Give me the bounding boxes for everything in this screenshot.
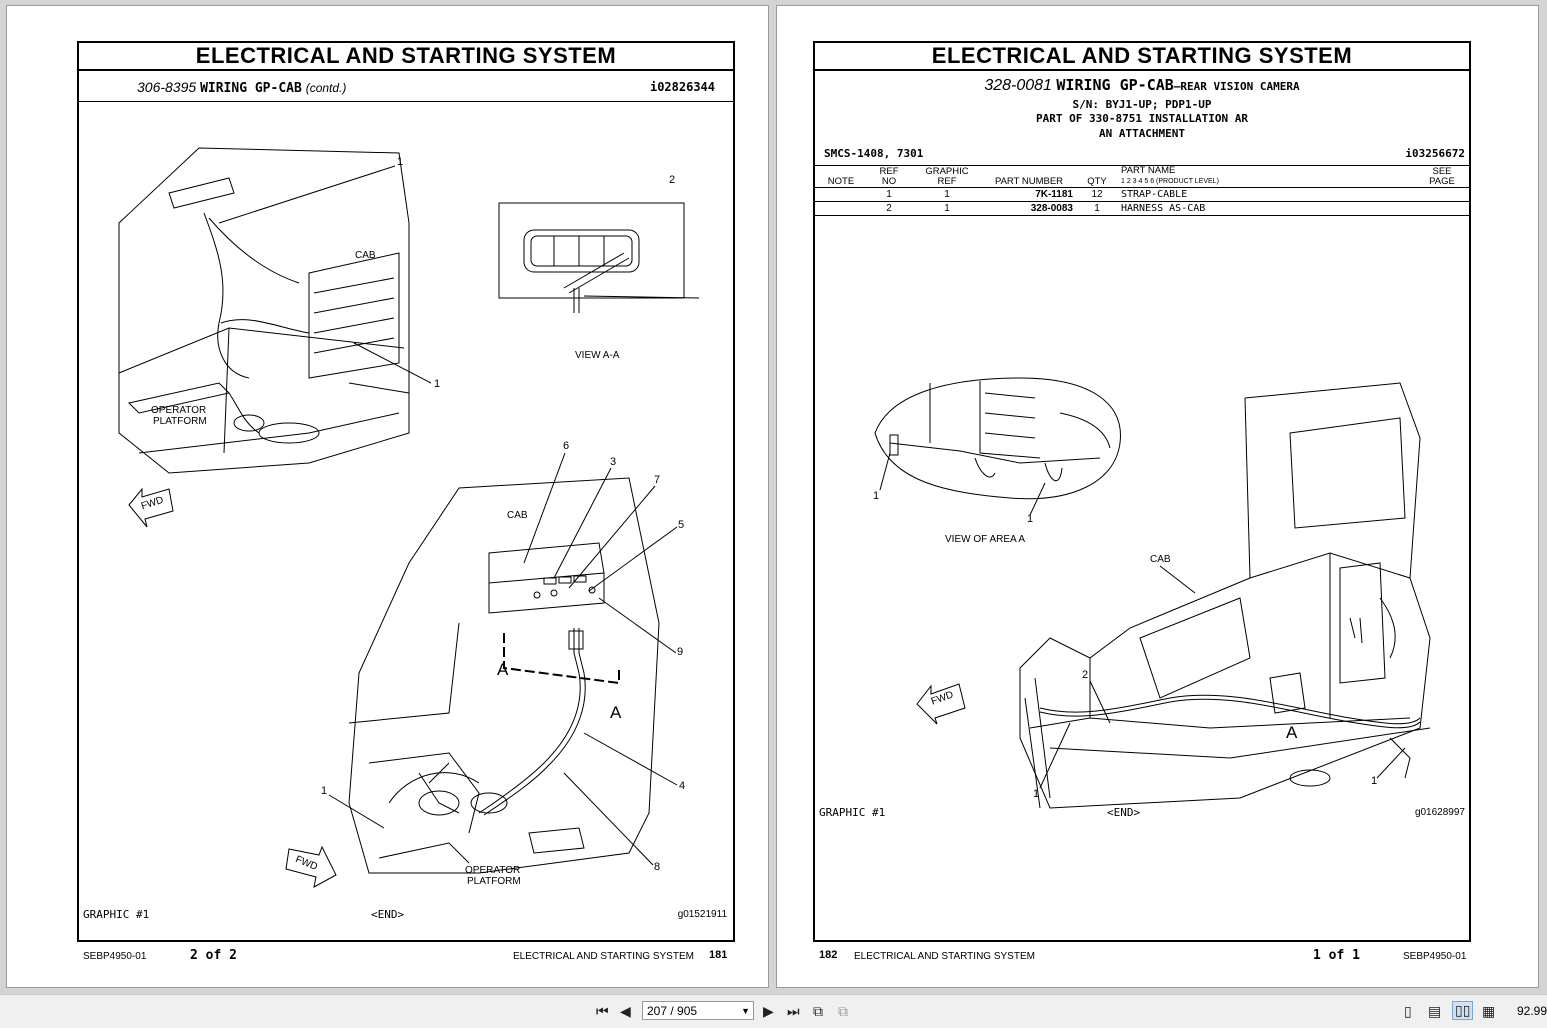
zoom-level[interactable]: 92.99 bbox=[1517, 1004, 1547, 1018]
graphic-id: g01628997 bbox=[1414, 807, 1465, 818]
footer-page-number: 181 bbox=[709, 949, 728, 961]
footer-doc-code: SEBP4950-01 bbox=[83, 951, 147, 962]
footer-section: ELECTRICAL AND STARTING SYSTEM bbox=[854, 951, 1035, 962]
callout-1: 1 bbox=[1027, 513, 1034, 525]
cab-wiring-illustration-bottom bbox=[348, 477, 660, 874]
view-area-a-illustration bbox=[874, 377, 1121, 500]
footer-page-count: 1 of 1 bbox=[1313, 948, 1360, 963]
callout-4: 4 bbox=[679, 780, 686, 792]
forward-view-icon[interactable]: ⧉ bbox=[838, 1003, 848, 1019]
part-of: PART OF 330-8751 INSTALLATION AR bbox=[1036, 112, 1248, 125]
right-page-frame: ELECTRICAL AND STARTING SYSTEM 328-0081 … bbox=[813, 41, 1471, 942]
cab-rear-camera-illustration bbox=[1019, 382, 1431, 809]
part-number: 328-0081 bbox=[984, 77, 1052, 94]
continuous-page-icon[interactable]: ▤ bbox=[1428, 1003, 1442, 1019]
first-page-icon[interactable]: ⏮ bbox=[596, 1003, 609, 1019]
label-view-aa: VIEW A-A bbox=[575, 350, 620, 361]
callout-1: 1 bbox=[434, 378, 441, 390]
view-aa-illustration bbox=[498, 202, 700, 313]
page-indicator: 207 / 905 bbox=[647, 1004, 698, 1018]
left-page: ELECTRICAL AND STARTING SYSTEM 306-8395 … bbox=[6, 5, 769, 988]
fwd-arrow-bottom bbox=[285, 845, 337, 888]
page-number-input[interactable]: 207 / 905 ▼ bbox=[642, 1001, 754, 1020]
part-suffix: –REAR VISION CAMERA bbox=[1173, 80, 1300, 93]
callout-6: 6 bbox=[563, 440, 570, 452]
part-name: WIRING GP-CAB bbox=[1056, 76, 1174, 94]
smcs-code: SMCS-1408, 7301 bbox=[824, 147, 924, 160]
leader-lines-right bbox=[879, 452, 1406, 789]
label-operator-platform-top-2: PLATFORM bbox=[153, 416, 207, 427]
part-header: 306-8395 WIRING GP-CAB (contd.) i0282634… bbox=[79, 71, 733, 102]
illustration-id: i03256672 bbox=[1405, 147, 1465, 160]
table-row: 1 1 7K-1181 12 STRAP-CABLE bbox=[815, 187, 1469, 202]
end-marker: <END> bbox=[371, 908, 405, 921]
graphic-label: GRAPHIC #1 bbox=[83, 908, 150, 921]
section-title: ELECTRICAL AND STARTING SYSTEM bbox=[79, 43, 733, 71]
label-operator-platform-bot-1: OPERATOR bbox=[465, 865, 521, 876]
label-cab: CAB bbox=[1150, 554, 1171, 565]
footer-page-number: 182 bbox=[819, 949, 838, 961]
leader-lines-top bbox=[218, 165, 432, 384]
back-view-icon[interactable]: ⧉ bbox=[813, 1003, 823, 1019]
contd-label: (contd.) bbox=[305, 81, 347, 95]
attachment-note: AN ATTACHMENT bbox=[1098, 127, 1186, 140]
part-title: 306-8395 WIRING GP-CAB (contd.) bbox=[137, 79, 346, 96]
illustration-id: i02826344 bbox=[649, 80, 715, 94]
section-a-label: A bbox=[610, 703, 622, 722]
callout-3: 3 bbox=[610, 456, 617, 468]
section-title: ELECTRICAL AND STARTING SYSTEM bbox=[815, 43, 1469, 71]
table-row: 2 1 328-0083 1 HARNESS AS-CAB bbox=[815, 201, 1469, 216]
fwd-arrow bbox=[916, 683, 966, 725]
callout-9: 9 bbox=[677, 646, 684, 658]
right-page: ELECTRICAL AND STARTING SYSTEM 328-0081 … bbox=[776, 5, 1539, 988]
part-name: WIRING GP-CAB bbox=[200, 81, 302, 96]
callout-2: 2 bbox=[669, 174, 676, 186]
chevron-down-icon[interactable]: ▼ bbox=[741, 1006, 750, 1016]
label-operator-platform-bot-2: PLATFORM bbox=[467, 876, 521, 887]
single-page-icon[interactable]: ▯ bbox=[1404, 1003, 1412, 1019]
col-part-number: PART NUMBER bbox=[983, 165, 1075, 188]
label-cab-top: CAB bbox=[355, 250, 376, 261]
label-operator-platform-top-1: OPERATOR bbox=[151, 405, 207, 416]
cab-wiring-illustration-top bbox=[118, 147, 410, 474]
leader-lines-bottom bbox=[328, 452, 678, 866]
callout-1: 1 bbox=[1033, 788, 1040, 800]
callout-7: 7 bbox=[654, 474, 661, 486]
callout-1: 1 bbox=[873, 490, 880, 502]
callout-1: 1 bbox=[397, 156, 404, 168]
callout-1: 1 bbox=[1371, 775, 1378, 787]
label-view-area-a: VIEW OF AREA A bbox=[945, 534, 1026, 545]
left-page-frame: ELECTRICAL AND STARTING SYSTEM 306-8395 … bbox=[77, 41, 735, 942]
two-page-icon[interactable]: ▯▯ bbox=[1452, 1001, 1474, 1020]
footer-page-count: 2 of 2 bbox=[190, 948, 237, 963]
footer-section: ELECTRICAL AND STARTING SYSTEM bbox=[513, 951, 694, 962]
callout-1: 1 bbox=[321, 785, 328, 797]
end-marker: <END> bbox=[1107, 806, 1141, 819]
label-cab-bottom: CAB bbox=[507, 510, 528, 521]
callout-8: 8 bbox=[654, 861, 661, 873]
part-number: 306-8395 bbox=[137, 79, 197, 95]
viewer-toolbar: ⏮ ◀ 207 / 905 ▼ ▶ ⏭ ⧉ ⧉ ▯ ▤ ▯▯ ▦ 92.99 bbox=[0, 994, 1547, 1028]
previous-page-icon[interactable]: ◀ bbox=[620, 1003, 631, 1019]
next-page-icon[interactable]: ▶ bbox=[763, 1003, 774, 1019]
fwd-arrow-top bbox=[128, 487, 174, 528]
col-note: NOTE bbox=[815, 165, 867, 188]
graphic-id: g01521911 bbox=[677, 909, 727, 920]
col-qty: QTY bbox=[1075, 165, 1119, 188]
section-a-label: A bbox=[497, 660, 509, 679]
last-page-icon[interactable]: ⏭ bbox=[787, 1003, 800, 1019]
callout-5: 5 bbox=[678, 519, 685, 531]
area-a-label: A bbox=[1286, 723, 1298, 742]
footer-doc-code: SEBP4950-01 bbox=[1403, 951, 1467, 962]
part-title: 328-0081 WIRING GP-CAB–REAR VISION CAMER… bbox=[815, 76, 1469, 95]
serial-number: S/N: BYJ1-UP; PDP1-UP bbox=[1072, 98, 1212, 111]
graphic-label: GRAPHIC #1 bbox=[819, 806, 886, 819]
two-page-continuous-icon[interactable]: ▦ bbox=[1482, 1003, 1496, 1019]
callout-2: 2 bbox=[1082, 669, 1089, 681]
